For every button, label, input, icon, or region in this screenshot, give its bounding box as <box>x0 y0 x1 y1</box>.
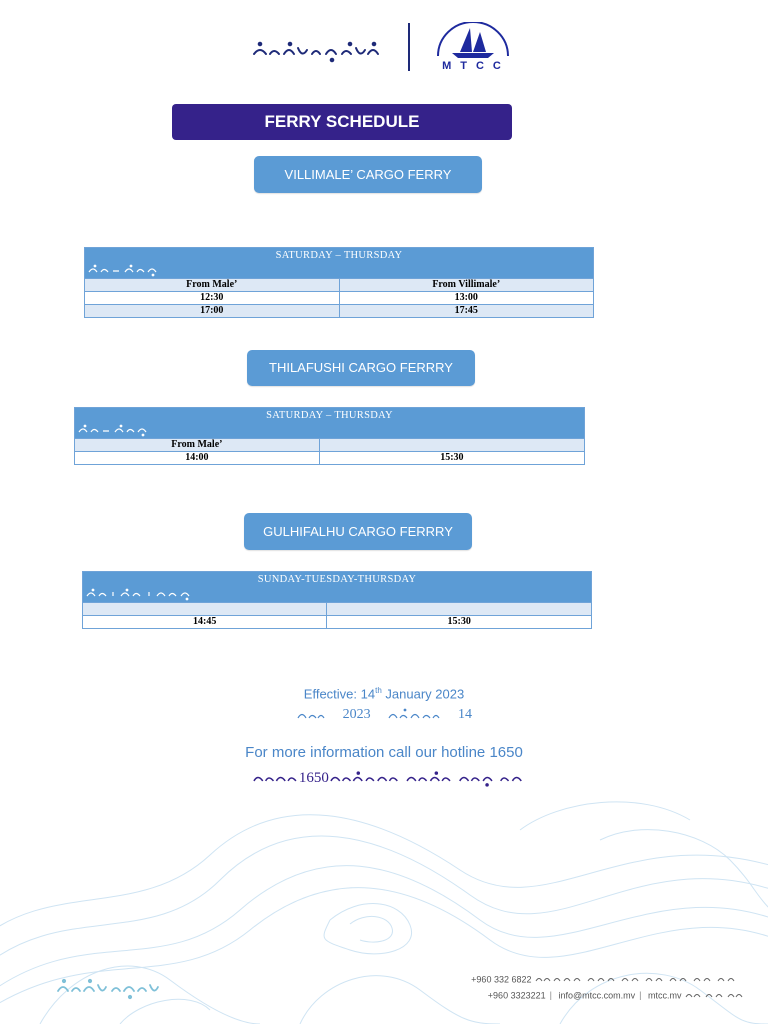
column-header: From Villimale’ <box>338 278 594 292</box>
effective-superscript: th <box>375 686 382 695</box>
page-title: FERRY SCHEDULE <box>172 104 512 140</box>
table-row: 17:00 17:45 <box>84 304 594 318</box>
effective-date-thaana: 2023 14 <box>296 704 472 726</box>
thilafushi-schedule-table: SATURDAY – THURSDAY From Male’ 14:00 15:… <box>74 407 586 465</box>
thilafushi-ferry-button: THILAFUSHI CARGO FERRRY <box>247 350 475 386</box>
logo-text: MTCC <box>442 60 510 72</box>
thaana-word <box>253 776 297 782</box>
table-row: 14:45 15:30 <box>81 615 592 629</box>
hotline-thaana: 1650 <box>252 766 524 790</box>
thaana-days-label <box>86 588 190 601</box>
thaana-word <box>388 708 440 719</box>
table-header: SATURDAY – THURSDAY <box>84 247 594 279</box>
gulhifalhu-schedule-table: SUNDAY-TUESDAY-THURSDAY 14:45 15:30 <box>81 571 592 629</box>
villimale-schedule-table: SATURDAY – THURSDAY From Male’ From Vill… <box>84 247 594 318</box>
days-label: SATURDAY – THURSDAY <box>275 250 403 261</box>
thaana-hotline-number: 1650 <box>298 769 329 786</box>
footer-website[interactable]: mtcc.mv <box>647 990 682 1001</box>
time-cell: 14:45 <box>81 615 328 629</box>
contour-background <box>0 801 768 1024</box>
column-header <box>318 438 586 452</box>
footer-thaana-wordmark <box>57 978 159 1000</box>
thaana-days-label <box>78 424 147 437</box>
time-cell: 13:00 <box>338 291 594 305</box>
thaana-address <box>534 974 744 986</box>
time-cell: 15:30 <box>318 451 586 465</box>
effective-suffix: January 2023 <box>381 686 465 702</box>
effective-prefix: Effective: 14 <box>303 686 376 702</box>
thaana-word <box>297 713 325 719</box>
header-divider <box>408 23 410 71</box>
table-row: 12:30 13:00 <box>84 291 594 305</box>
thaana-contact-labels <box>684 990 744 1002</box>
column-header: From Male’ <box>84 278 340 292</box>
time-cell: 14:00 <box>74 451 320 465</box>
footer-email[interactable]: info@mtcc.com.mv <box>558 990 636 1001</box>
boat-icon <box>437 21 509 58</box>
thaana-phrase <box>330 771 522 787</box>
thaana-brand-wordmark <box>253 41 379 63</box>
time-cell: 17:45 <box>338 304 594 318</box>
gulhifalhu-ferry-button: GULHIFALHU CARGO FERRRY <box>244 513 472 550</box>
table-row: 14:00 15:30 <box>74 451 586 465</box>
thaana-day: 14 <box>457 707 472 722</box>
days-label: SATURDAY – THURSDAY <box>266 410 393 421</box>
footer-contact-line-2: +960 3323221| info@mtcc.com.mv| mtcc.mv <box>386 990 744 1002</box>
time-cell: 17:00 <box>84 304 340 318</box>
villimale-ferry-button: VILLIMALE’ CARGO FERRY <box>254 156 482 193</box>
time-cell: 15:30 <box>326 615 592 629</box>
footer-phone-2: +960 3323221 <box>487 990 546 1001</box>
column-header <box>81 602 328 616</box>
time-cell: 12:30 <box>84 291 340 305</box>
hotline-text: For more information call our hotline 16… <box>245 744 523 761</box>
column-header: From Male’ <box>74 438 320 452</box>
column-header <box>326 602 592 616</box>
table-header: SUNDAY-TUESDAY-THURSDAY <box>82 571 592 603</box>
days-label: SUNDAY-TUESDAY-THURSDAY <box>257 574 417 585</box>
thaana-days-label <box>88 264 157 277</box>
mtcc-logo: MTCC <box>430 21 516 76</box>
footer-contact-line-1: +960 332 6822 <box>396 974 744 986</box>
effective-date: Effective: 14th January 2023 <box>200 686 568 701</box>
thaana-year: 2023 <box>342 707 371 722</box>
table-header: SATURDAY – THURSDAY <box>74 407 585 439</box>
footer-phone-1: +960 332 6822 <box>471 974 532 985</box>
